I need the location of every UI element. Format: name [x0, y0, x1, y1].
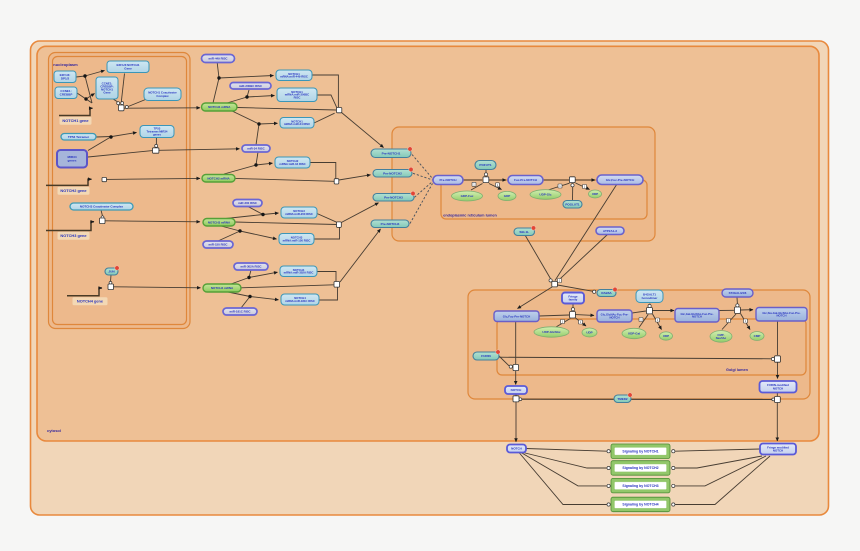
svg-text:Glc,Fuc-Pre-NOTCH: Glc,Fuc-Pre-NOTCH: [606, 178, 635, 182]
svg-text:Pre-NOTCH: Pre-NOTCH: [439, 178, 457, 182]
svg-text:1: 1: [497, 183, 499, 187]
svg-text:NOTCH4 mRNA: NOTCH4 mRNA: [211, 286, 234, 290]
svg-text:1: 1: [562, 320, 564, 324]
svg-text:miR-200BC RISC: miR-200BC RISC: [239, 84, 263, 88]
svg-text:TMED2: TMED2: [617, 397, 627, 401]
svg-text:GDP-Fuc: GDP-Fuc: [461, 194, 474, 198]
svg-text:NOTCH3 Coactivator Complex: NOTCH3 Coactivator Complex: [80, 205, 124, 209]
svg-text:ATP2A1-3: ATP2A1-3: [603, 229, 617, 233]
svg-text:miR-302A RISC: miR-302A RISC: [241, 265, 263, 269]
svg-text:miR-449 RISC: miR-449 RISC: [209, 57, 229, 61]
svg-text:TP53 Tetramer: TP53 Tetramer: [68, 135, 90, 139]
svg-text:SEL1L: SEL1L: [519, 230, 529, 234]
svg-text:1: 1: [473, 182, 475, 186]
svg-text:UDP: UDP: [592, 192, 598, 196]
svg-text:miR-181C RISC: miR-181C RISC: [229, 310, 251, 314]
svg-text:Pre-NOTCH3: Pre-NOTCH3: [384, 195, 403, 199]
svg-text:1: 1: [745, 319, 747, 323]
svg-text:E2F1/3:DP1/2: E2F1/3:DP1/2: [60, 73, 71, 80]
svg-text:UDP-GlcNAc: UDP-GlcNAc: [542, 330, 561, 334]
svg-text:UDP-Gal: UDP-Gal: [628, 332, 640, 336]
svg-text:Glc,Sia-Gal-GlcNAc-Fuc-Pre-NOT: Glc,Sia-Gal-GlcNAc-Fuc-Pre-NOTCH: [762, 311, 800, 318]
svg-text:Glc,Fuc-Pre-NOTCH: Glc,Fuc-Pre-NOTCH: [503, 314, 530, 318]
svg-text:Glc,GlcNAc-Fuc-Pre-NOTCH: Glc,GlcNAc-Fuc-Pre-NOTCH: [601, 313, 629, 320]
svg-text:GDP: GDP: [504, 194, 511, 198]
svg-text:NOTCH2 gene: NOTCH2 gene: [60, 188, 87, 193]
svg-text:cytosol: cytosol: [47, 428, 61, 433]
svg-text:Fuc-Pre-NOTCH: Fuc-Pre-NOTCH: [514, 178, 537, 182]
svg-text:Pre-NOTCH1: Pre-NOTCH1: [382, 151, 401, 155]
svg-text:CMP-Neu5Ac: CMP-Neu5Ac: [716, 333, 727, 340]
svg-text:1: 1: [580, 320, 582, 324]
svg-text:Signaling by NOTCH2: Signaling by NOTCH2: [622, 466, 658, 470]
svg-text:CMP: CMP: [754, 334, 761, 338]
svg-text:miR-200 RISC: miR-200 RISC: [238, 201, 258, 205]
svg-text:UDP: UDP: [586, 331, 592, 335]
svg-text:1: 1: [559, 279, 561, 283]
svg-text:1: 1: [584, 185, 586, 189]
svg-text:NOTCH4 gene: NOTCH4 gene: [77, 299, 104, 304]
svg-text:1: 1: [728, 319, 730, 323]
svg-text:Golgi lumen: Golgi lumen: [726, 368, 749, 372]
svg-text:Signaling by NOTCH3: Signaling by NOTCH3: [622, 484, 658, 488]
svg-text:NOTCH1 gene: NOTCH1 gene: [62, 118, 89, 123]
svg-text:Pre-NOTCH2: Pre-NOTCH2: [383, 171, 402, 175]
svg-text:NOTCH2 mRNA: NOTCH2 mRNA: [207, 176, 230, 180]
svg-text:miR-34 RISC: miR-34 RISC: [247, 147, 265, 151]
svg-text:miR-150 RISC: miR-150 RISC: [209, 243, 229, 247]
svg-text:JUN: JUN: [108, 270, 115, 274]
svg-text:NOTCH3 mRNA: NOTCH3 mRNA: [208, 220, 231, 224]
svg-text:UDP-Glc: UDP-Glc: [539, 193, 552, 197]
svg-text:RAB6A: RAB6A: [601, 291, 612, 295]
svg-text:1: 1: [640, 318, 642, 322]
svg-text:CCNE1:CREBBP: CCNE1:CREBBP: [60, 89, 73, 96]
svg-text:endoplasmic reticulum lumen: endoplasmic reticulum lumen: [443, 214, 497, 218]
svg-text:NOTCH: NOTCH: [511, 447, 522, 451]
svg-text:Signaling by NOTCH1: Signaling by NOTCH1: [622, 449, 658, 453]
svg-text:NOTCH1 mRNA: NOTCH1 mRNA: [208, 105, 231, 109]
svg-text:ST3GAL3/4/6: ST3GAL3/4/6: [729, 291, 747, 295]
svg-text:1: 1: [657, 318, 659, 322]
svg-text:POGLUT1: POGLUT1: [565, 202, 579, 206]
svg-text:POFUT1: POFUT1: [479, 163, 491, 167]
svg-text:Signaling by NOTCH4: Signaling by NOTCH4: [622, 503, 658, 507]
svg-text:FURIN: FURIN: [481, 354, 491, 358]
svg-text:UDP: UDP: [663, 334, 669, 338]
svg-text:NOTCH3 gene: NOTCH3 gene: [60, 233, 87, 238]
svg-text:Pre-NOTCH4: Pre-NOTCH4: [381, 222, 400, 226]
svg-text:NOTCH: NOTCH: [511, 388, 522, 392]
svg-text:Glc,Gal-GlcNAc-Fuc-Pre-NOTCH: Glc,Gal-GlcNAc-Fuc-Pre-NOTCH: [680, 312, 713, 319]
svg-text:1: 1: [559, 184, 561, 188]
svg-text:nucleoplasm: nucleoplasm: [53, 62, 78, 67]
